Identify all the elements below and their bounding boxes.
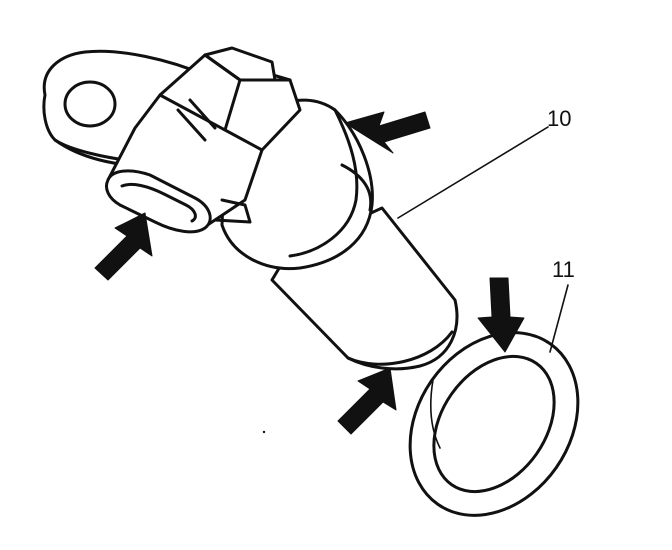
callout-10: 10 bbox=[547, 106, 571, 131]
connector-mouth bbox=[105, 169, 212, 234]
arrow-sensor-tip bbox=[337, 367, 397, 435]
connector-mouth-inner bbox=[120, 182, 197, 223]
o-ring-highlight bbox=[430, 379, 441, 449]
leader-line-11 bbox=[549, 284, 569, 353]
sensor-tip-end bbox=[346, 330, 454, 366]
callout-11: 11 bbox=[552, 257, 575, 282]
connector-base bbox=[213, 198, 252, 224]
sensor-collar-ridge bbox=[288, 108, 359, 258]
arrow-sensor-flange-seal bbox=[344, 111, 431, 154]
o-ring-inner bbox=[432, 354, 556, 494]
sensor-body bbox=[42, 46, 459, 371]
sensor-collar-seal-groove bbox=[340, 163, 373, 212]
arrow-o-ring bbox=[477, 277, 525, 353]
mounting-hole bbox=[63, 80, 117, 128]
connector-top-face bbox=[158, 53, 292, 152]
image-speck bbox=[262, 430, 266, 434]
arrow-connector-end bbox=[94, 212, 153, 281]
connector-rib bbox=[176, 98, 217, 142]
o-ring bbox=[408, 331, 580, 517]
leader-line-10 bbox=[397, 126, 549, 219]
